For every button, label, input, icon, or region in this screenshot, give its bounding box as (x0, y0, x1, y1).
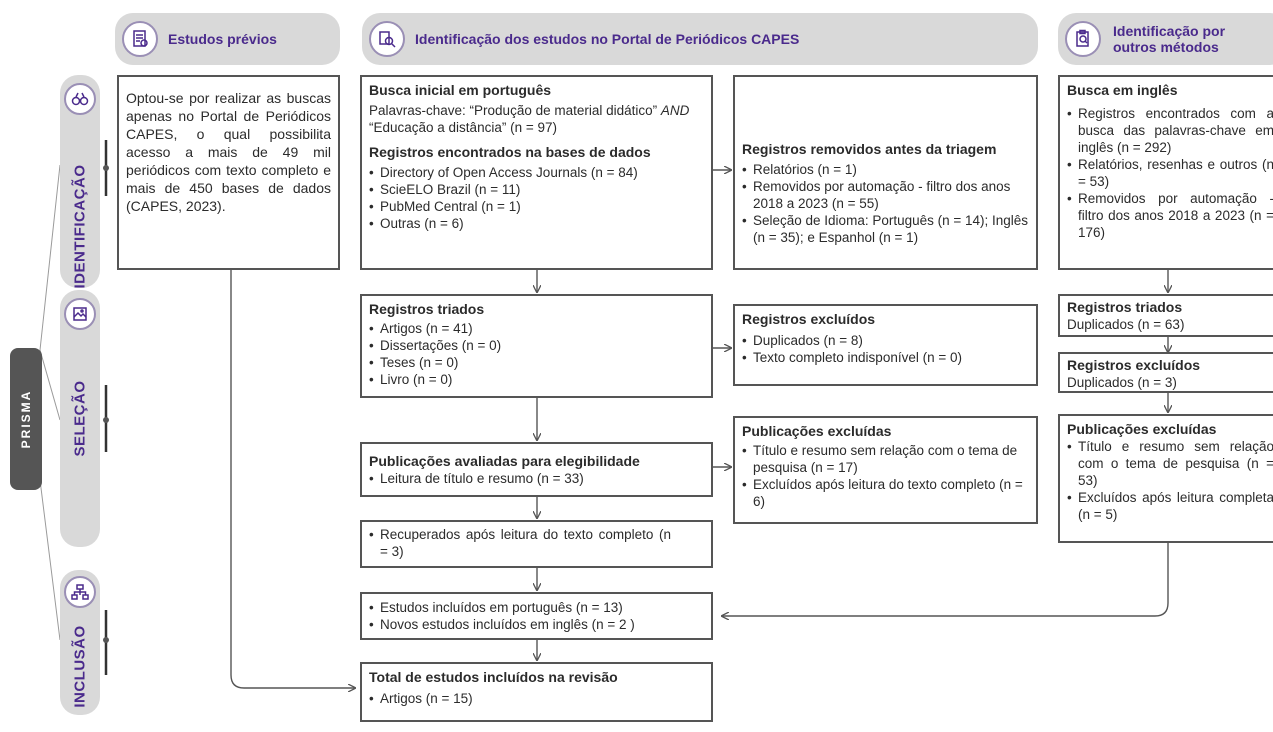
avaliadas-list: Leitura de título e resumo (n = 33) (369, 470, 704, 487)
en-excluidos-title: Registros excluídos (1067, 357, 1201, 373)
busca-pt-title: Busca inicial em português (369, 82, 552, 98)
list-item: Duplicados (n = 8) (742, 332, 1029, 349)
total-list: Artigos (n = 15) (369, 690, 704, 707)
header-outros: Identificação por outros métodos (1058, 13, 1273, 65)
list-item: Removidos por automação - filtro dos ano… (1067, 190, 1273, 241)
en-excluidos-box: Registros excluídos Duplicados (n = 3) (1058, 352, 1273, 393)
list-item: Artigos (n = 41) (369, 320, 704, 337)
busca-en-title: Busca em inglês (1067, 82, 1178, 98)
incluidos-box: Estudos incluídos em português (n = 13) … (360, 592, 713, 640)
connector-lines (39, 140, 1273, 709)
list-item: ScieELO Brazil (n = 11) (369, 181, 704, 198)
en-triados-box: Registros triados Duplicados (n = 63) (1058, 294, 1273, 337)
list-item: Dissertações (n = 0) (369, 337, 704, 354)
en-pub-excluidas-title: Publicações excluídas (1067, 421, 1217, 437)
triados-title: Registros triados (369, 301, 485, 317)
busca-pt-subtitle: Registros encontrados na bases de dados (369, 144, 651, 160)
avaliadas-box: Publicações avaliadas para elegibilidade… (360, 442, 713, 497)
list-item: Excluídos após leitura do texto completo… (742, 476, 1029, 510)
en-triados-text: Duplicados (n = 63) (1067, 317, 1185, 332)
total-box: Total de estudos incluídos na revisão Ar… (360, 662, 713, 722)
recuperados-box: Recuperados após leitura do texto comple… (360, 520, 713, 568)
clipboard-search-icon (1065, 21, 1101, 57)
phase-identificacao: IDENTIFICAÇÃO (60, 75, 100, 289)
busca-pt-box: Busca inicial em português Palavras-chav… (360, 75, 713, 270)
list-item: PubMed Central (n = 1) (369, 198, 704, 215)
list-item: Directory of Open Access Journals (n = 8… (369, 164, 704, 181)
prisma-label: PRISMA (19, 389, 33, 449)
pub-excluidas-box: Publicações excluídas Título e resumo se… (733, 416, 1038, 524)
list-item: Seleção de Idioma: Português (n = 14); I… (742, 212, 1029, 246)
list-item: Texto completo indisponível (n = 0) (742, 349, 1029, 366)
list-item: Teses (n = 0) (369, 354, 704, 371)
recuperados-list: Recuperados após leitura do texto comple… (369, 526, 671, 560)
header-outros-label: Identificação por outros métodos (1113, 23, 1226, 55)
busca-en-list: Registros encontrados com a busca das pa… (1067, 105, 1273, 241)
phase-inclusao: INCLUSÃO (60, 570, 100, 715)
search-document-icon (369, 21, 405, 57)
list-item: Estudos incluídos em português (n = 13) (369, 599, 704, 616)
header-estudos-previos: Estudos prévios (115, 13, 340, 65)
list-item: Relatórios, resenhas e outros (n = 53) (1067, 156, 1273, 190)
list-item: Novos estudos incluídos em inglês (n = 2… (369, 616, 704, 633)
list-item: Título e resumo sem relação com o tema d… (742, 442, 1029, 476)
phase-inclusao-label: INCLUSÃO (71, 625, 89, 708)
removidos-box: Registros removidos antes da triagem Rel… (733, 75, 1038, 270)
en-pub-excluidas-list: Título e resumo sem relação com o tema d… (1067, 438, 1273, 523)
excluidos-list: Duplicados (n = 8) Texto completo indisp… (742, 332, 1029, 366)
pub-excluidas-list: Título e resumo sem relação com o tema d… (742, 442, 1029, 510)
prisma-badge: PRISMA (10, 348, 42, 490)
list-item: Relatórios (n = 1) (742, 161, 1029, 178)
list-item: Livro (n = 0) (369, 371, 704, 388)
image-icon (64, 298, 96, 330)
list-item: Registros encontrados com a busca das pa… (1067, 105, 1273, 156)
busca-pt-list: Directory of Open Access Journals (n = 8… (369, 164, 704, 232)
avaliadas-title: Publicações avaliadas para elegibilidade (369, 453, 640, 469)
list-item: Excluídos após leitura completa (n = 5) (1067, 489, 1273, 523)
removidos-list: Relatórios (n = 1) Removidos por automaç… (742, 161, 1029, 246)
previos-box: Optou-se por realizar as buscas apenas n… (117, 75, 340, 270)
en-excluidos-text: Duplicados (n = 3) (1067, 375, 1177, 390)
network-icon (64, 576, 96, 608)
list-item: Recuperados após leitura do texto comple… (369, 526, 671, 560)
previos-text: Optou-se por realizar as buscas apenas n… (126, 90, 331, 214)
list-item: Artigos (n = 15) (369, 690, 704, 707)
phase-selecao: SELEÇÃO (60, 290, 100, 547)
header-capes-label: Identificação dos estudos no Portal de P… (415, 31, 800, 47)
en-pub-excluidas-box: Publicações excluídas Título e resumo se… (1058, 414, 1273, 543)
header-capes: Identificação dos estudos no Portal de P… (362, 13, 1038, 65)
header-estudos-previos-label: Estudos prévios (168, 31, 277, 47)
document-icon (122, 21, 158, 57)
en-triados-title: Registros triados (1067, 299, 1183, 315)
list-item: Título e resumo sem relação com o tema d… (1067, 438, 1273, 489)
excluidos-box: Registros excluídos Duplicados (n = 8) T… (733, 304, 1038, 386)
list-item: Outras (n = 6) (369, 215, 704, 232)
incluidos-list: Estudos incluídos em português (n = 13) … (369, 599, 704, 633)
busca-en-box: Busca em inglês Registros encontrados co… (1058, 75, 1273, 270)
binoculars-icon (64, 83, 96, 115)
total-title: Total de estudos incluídos na revisão (369, 669, 618, 685)
pub-excluidas-title: Publicações excluídas (742, 423, 892, 439)
excluidos-title: Registros excluídos (742, 311, 876, 327)
triados-box: Registros triados Artigos (n = 41) Disse… (360, 294, 713, 398)
busca-pt-keywords: Palavras-chave: “Produção de material di… (369, 103, 690, 135)
phase-identificacao-label: IDENTIFICAÇÃO (71, 164, 89, 289)
triados-list: Artigos (n = 41) Dissertações (n = 0) Te… (369, 320, 704, 388)
removidos-title: Registros removidos antes da triagem (742, 141, 997, 157)
phase-selecao-label: SELEÇÃO (71, 380, 89, 457)
list-item: Removidos por automação - filtro dos ano… (742, 178, 1029, 212)
list-item: Leitura de título e resumo (n = 33) (369, 470, 704, 487)
